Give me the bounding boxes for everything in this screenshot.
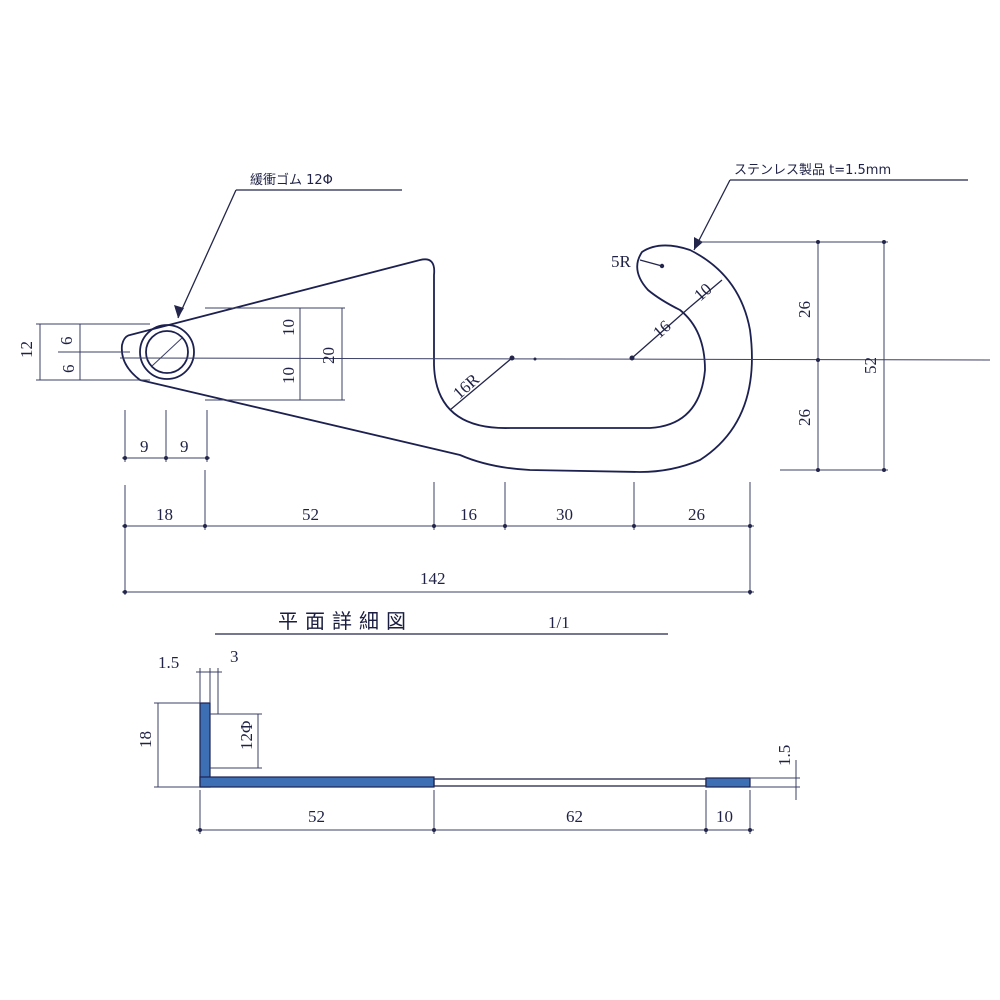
radius-10-leader [689,279,723,308]
body-vertical-dimensions: 10 10 20 [205,307,345,401]
rubber-leader [177,189,237,319]
dim-52-bottom: 52 [308,807,325,826]
eye-vertical-dimensions: 12 6 6 [17,323,150,381]
dim-6-bottom: 6 [59,365,78,374]
radius-16r-label: 16R [449,369,483,403]
dim-1-5-top: 1.5 [158,653,179,672]
radius-5r-label: 5R [611,252,632,271]
dim-9-left: 9 [140,437,149,456]
section-view: 12Φ 1.5 3 18 1.5 52 62 10 [136,647,800,834]
centre-mark [533,357,537,361]
drawing-title: 平面詳細図 1/1 [215,609,668,635]
overall-dimension: 142 [122,569,754,594]
center-line [119,357,991,361]
hook-vertical-dimensions: 26 26 52 [700,240,888,472]
radius-16r-leader [449,357,513,411]
radius-16-leader [631,306,691,359]
dim-10-bottom: 10 [279,367,298,384]
dim-6-top: 6 [57,337,76,346]
scale-text: 1/1 [548,613,570,632]
dim-30: 30 [556,505,573,524]
dim-26: 26 [688,505,705,524]
radius-16r-center [509,355,515,361]
dim-10-bottom: 10 [716,807,733,826]
eye-horizontal-dimensions: 9 9 [122,410,210,462]
material-leader-arrow [694,237,703,250]
dim-12: 12 [17,341,36,358]
rubber-ring-outer [139,324,195,380]
dim-18-vertical: 18 [136,731,155,748]
radius-16-label: 16 [649,317,674,342]
dim-18: 18 [156,505,173,524]
rubber-leader-arrow [174,305,184,318]
dim-1-5-right: 1.5 [775,745,794,766]
dim-142: 142 [420,569,446,588]
hook-outline [120,244,753,473]
horizontal-chain-dimensions: 18 52 16 30 26 [122,470,754,595]
dim-9-right: 9 [180,437,189,456]
dim-62-bottom: 62 [566,807,583,826]
dim-16: 16 [460,505,477,524]
section-flange-left [199,776,435,788]
dim-52: 52 [302,505,319,524]
radius-16-center [629,355,635,361]
radius-5r-leader [639,259,663,267]
dim-52-vertical: 52 [861,357,880,374]
title-text: 平面詳細図 [278,609,413,633]
material-leader [693,179,731,251]
radius-10-label: 10 [690,279,715,304]
radius-5r-center [659,263,665,269]
dim-26-bottom: 26 [795,409,814,426]
dim-10-top: 10 [279,319,298,336]
dim-20: 20 [319,347,338,364]
dim-26-top: 26 [795,301,814,318]
dim-3-top: 3 [230,647,239,666]
callouts: 緩衝ゴム 12Φ ステンレス製品 t=1.5mm [174,163,968,319]
rubber-label: 緩衝ゴム 12Φ [250,172,333,188]
section-flange-right [705,777,751,788]
section-vertical-leg [199,702,211,788]
rubber-ring-inner [145,330,189,374]
dim-12-dia: 12Φ [237,721,256,750]
material-label: ステンレス製品 t=1.5mm [734,163,891,178]
ring-hatch [151,337,183,367]
section-flange-middle [433,778,707,787]
hook-plan-view: 16R 16 10 5R [119,244,991,473]
